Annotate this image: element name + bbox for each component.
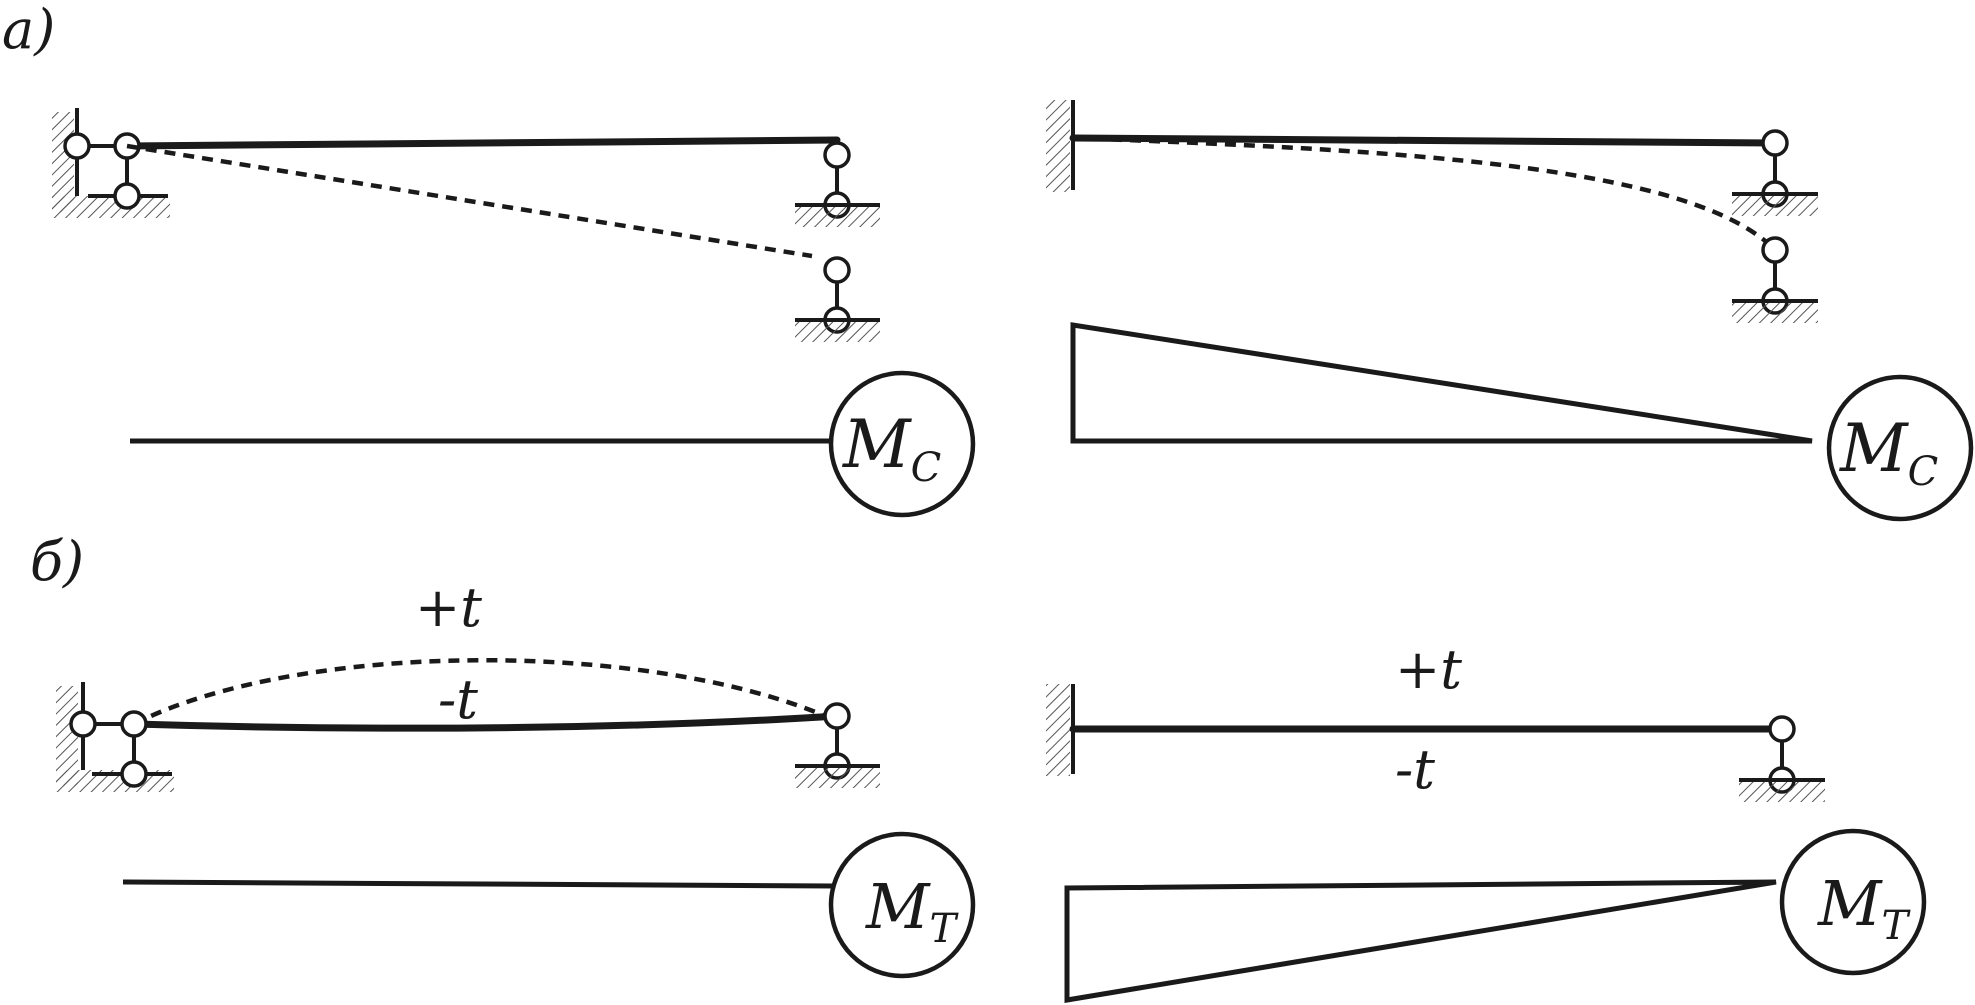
panel-a-right-moment: MC bbox=[1070, 322, 1974, 522]
temp-minus-label: -t bbox=[438, 668, 478, 731]
beam bbox=[1069, 134, 1779, 147]
panel-label-b: б) bbox=[30, 530, 84, 593]
hinge-icon bbox=[63, 132, 91, 160]
beam bbox=[123, 136, 841, 150]
panel-a-right-system bbox=[1046, 100, 1818, 323]
ground-hatch bbox=[52, 196, 170, 218]
moment-triangle bbox=[1070, 322, 1813, 444]
hinge-icon bbox=[823, 702, 851, 730]
zero-moment-line bbox=[122, 879, 835, 889]
panel-b-right-moment: MT bbox=[1064, 828, 1927, 1003]
temp-plus-label: +t bbox=[415, 576, 482, 639]
hinge-icon bbox=[823, 141, 851, 169]
moment-label-mc: MC bbox=[1839, 410, 1938, 495]
panel-a-left-moment: MC bbox=[130, 370, 976, 518]
hinge-icon bbox=[120, 760, 148, 788]
wall-hatch bbox=[1046, 100, 1070, 192]
moment-triangle bbox=[1064, 879, 1777, 1003]
ground-hatch bbox=[1732, 303, 1818, 323]
temp-plus-label: +t bbox=[1395, 638, 1462, 701]
hinge-icon bbox=[1768, 715, 1796, 743]
ground-hatch bbox=[795, 322, 880, 342]
hinge-icon bbox=[1761, 236, 1789, 264]
deformed-shape bbox=[1072, 135, 1772, 247]
hinge-icon bbox=[120, 710, 148, 738]
moment-circle bbox=[828, 370, 976, 518]
ground-hatch bbox=[795, 207, 880, 227]
wall-hatch bbox=[1046, 684, 1070, 776]
hinge-icon bbox=[69, 710, 97, 738]
moment-circle bbox=[1779, 828, 1927, 976]
moment-label-mt: MT bbox=[865, 870, 959, 952]
beam bbox=[130, 712, 841, 732]
panel-a-left-system bbox=[52, 108, 880, 342]
panel-label-a: а) bbox=[2, 0, 55, 61]
panel-b-left-moment: MT bbox=[122, 831, 976, 979]
panel-b-left-system: +t -t bbox=[56, 576, 880, 792]
ground-hatch bbox=[795, 768, 880, 788]
wall-hatch bbox=[56, 686, 78, 786]
ground-hatch bbox=[1732, 196, 1818, 216]
ground-hatch bbox=[1739, 782, 1825, 802]
moment-circle bbox=[1826, 374, 1974, 522]
hinge-icon bbox=[113, 182, 141, 210]
hinge-icon bbox=[823, 256, 851, 284]
hinge-icon bbox=[1761, 129, 1789, 157]
moment-circle bbox=[828, 831, 976, 979]
deformed-shape bbox=[126, 143, 813, 259]
temp-minus-label: -t bbox=[1395, 738, 1435, 801]
moment-label-mt: MT bbox=[1817, 867, 1911, 949]
panel-b-right-system: +t -t bbox=[1046, 638, 1825, 802]
thermal-deformed-shape bbox=[132, 658, 831, 727]
moment-label-mc: MC bbox=[842, 406, 941, 491]
